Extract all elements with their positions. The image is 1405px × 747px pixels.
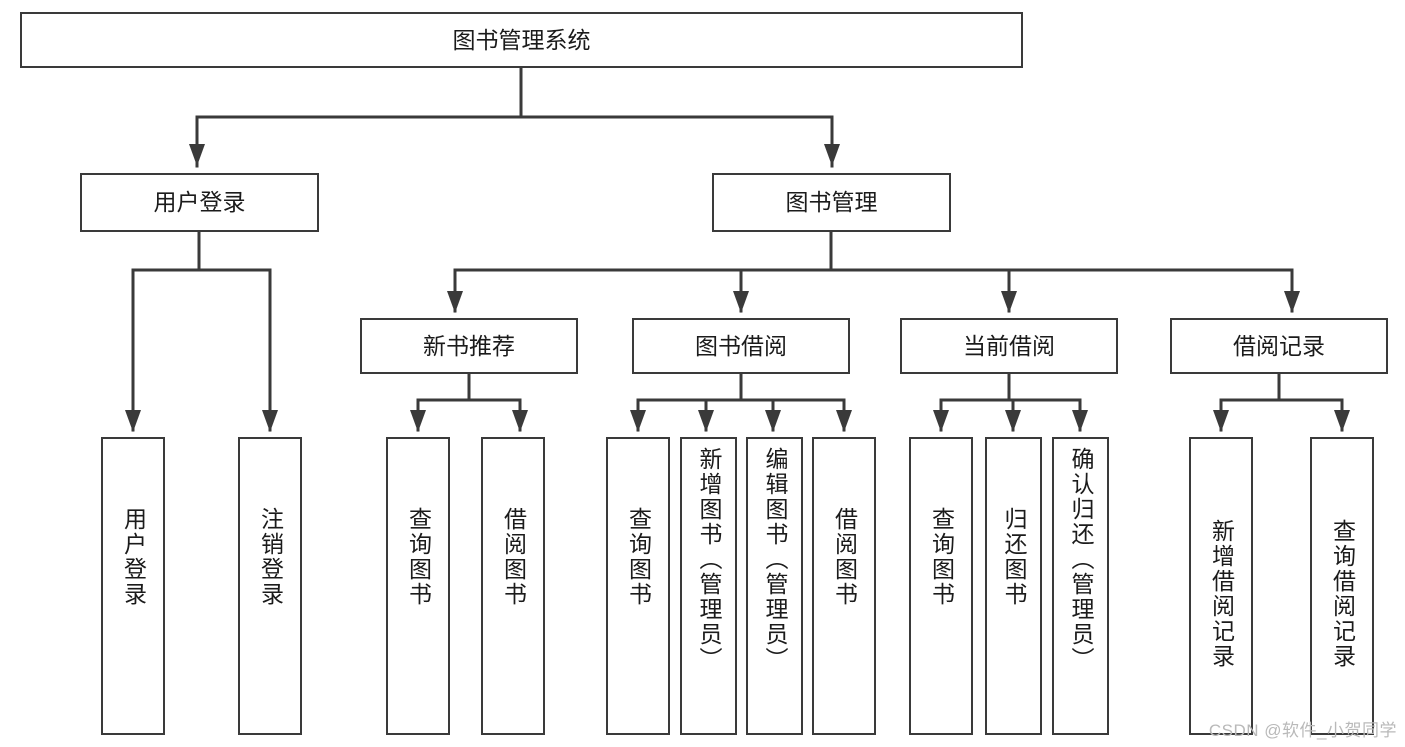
edge-lines [131, 66, 1344, 432]
arrowhead-icon [1005, 410, 1021, 432]
node-label: 借阅图书 [500, 507, 527, 607]
level2-node-current-borrow[interactable]: 当前借阅 [900, 318, 1118, 374]
node-label: 图书管理系统 [452, 26, 591, 53]
leaf-node-leaf-borrow-book-2[interactable]: 借阅图书 [812, 437, 876, 735]
node-label: 查询图书 [625, 507, 652, 607]
node-label: 查询图书 [405, 507, 432, 607]
node-label: 新书推荐 [423, 332, 515, 359]
arrowhead-icon [933, 410, 949, 432]
node-label: 图书借阅 [695, 332, 787, 359]
node-label: 查询借阅记录 [1329, 519, 1356, 669]
leaf-node-leaf-borrow-book-1[interactable]: 借阅图书 [481, 437, 545, 735]
arrowhead-icon [698, 410, 714, 432]
arrowhead-icon [630, 410, 646, 432]
leaf-node-leaf-return-book[interactable]: 归还图书 [985, 437, 1042, 735]
node-label: 注销登录 [257, 507, 284, 607]
leaf-node-leaf-edit-book[interactable]: 编辑图书（管理员） [746, 437, 803, 735]
leaf-node-leaf-query-book-1[interactable]: 查询图书 [386, 437, 450, 735]
arrowhead-icon [1001, 291, 1017, 313]
leaf-node-leaf-user-login[interactable]: 用户登录 [101, 437, 165, 735]
leaf-node-leaf-confirm-return[interactable]: 确认归还（管理员） [1052, 437, 1109, 735]
node-label: 当前借阅 [963, 332, 1055, 359]
arrowhead-icon [836, 410, 852, 432]
arrowhead-icon [824, 144, 840, 166]
arrowhead-icon [512, 410, 528, 432]
level2-node-borrow-record[interactable]: 借阅记录 [1170, 318, 1388, 374]
arrowhead-icon [447, 291, 463, 313]
node-label: 新增借阅记录 [1208, 519, 1235, 669]
root-node-root[interactable]: 图书管理系统 [20, 12, 1023, 68]
level1-node-book-manage[interactable]: 图书管理 [712, 173, 951, 232]
arrowhead-icon [189, 144, 205, 166]
node-label: 归还图书 [1001, 507, 1027, 607]
node-label: 借阅图书 [831, 507, 858, 607]
node-label: 查询图书 [928, 507, 955, 607]
leaf-node-leaf-query-record[interactable]: 查询借阅记录 [1310, 437, 1374, 735]
leaf-node-leaf-query-book-3[interactable]: 查询图书 [909, 437, 973, 735]
level2-node-book-borrow[interactable]: 图书借阅 [632, 318, 850, 374]
node-label: 确认归还（管理员） [1068, 447, 1094, 672]
node-label: 借阅记录 [1233, 332, 1325, 359]
arrowhead-icon [1213, 410, 1229, 432]
level1-node-user-login[interactable]: 用户登录 [80, 173, 319, 232]
watermark: CSDN @软件_小贺同学 [1208, 721, 1397, 740]
arrowhead-icon [733, 291, 749, 313]
arrowhead-icon [262, 410, 278, 432]
node-label: 图书管理 [785, 189, 878, 216]
node-label: 新增图书（管理员） [696, 447, 722, 672]
arrowhead-icon [765, 410, 781, 432]
arrowhead-icon [410, 410, 426, 432]
leaf-node-leaf-add-book[interactable]: 新增图书（管理员） [680, 437, 737, 735]
node-label: 编辑图书（管理员） [762, 447, 788, 672]
arrowhead-icon [1334, 410, 1350, 432]
level2-node-new-book-rec[interactable]: 新书推荐 [360, 318, 578, 374]
leaf-node-leaf-logout[interactable]: 注销登录 [238, 437, 302, 735]
leaf-node-leaf-add-record[interactable]: 新增借阅记录 [1189, 437, 1253, 735]
arrowhead-icon [125, 410, 141, 432]
node-label: 用户登录 [120, 507, 147, 607]
arrowhead-icon [1072, 410, 1088, 432]
leaf-node-leaf-query-book-2[interactable]: 查询图书 [606, 437, 670, 735]
node-label: 用户登录 [153, 189, 246, 216]
arrowhead-icon [1284, 291, 1300, 313]
